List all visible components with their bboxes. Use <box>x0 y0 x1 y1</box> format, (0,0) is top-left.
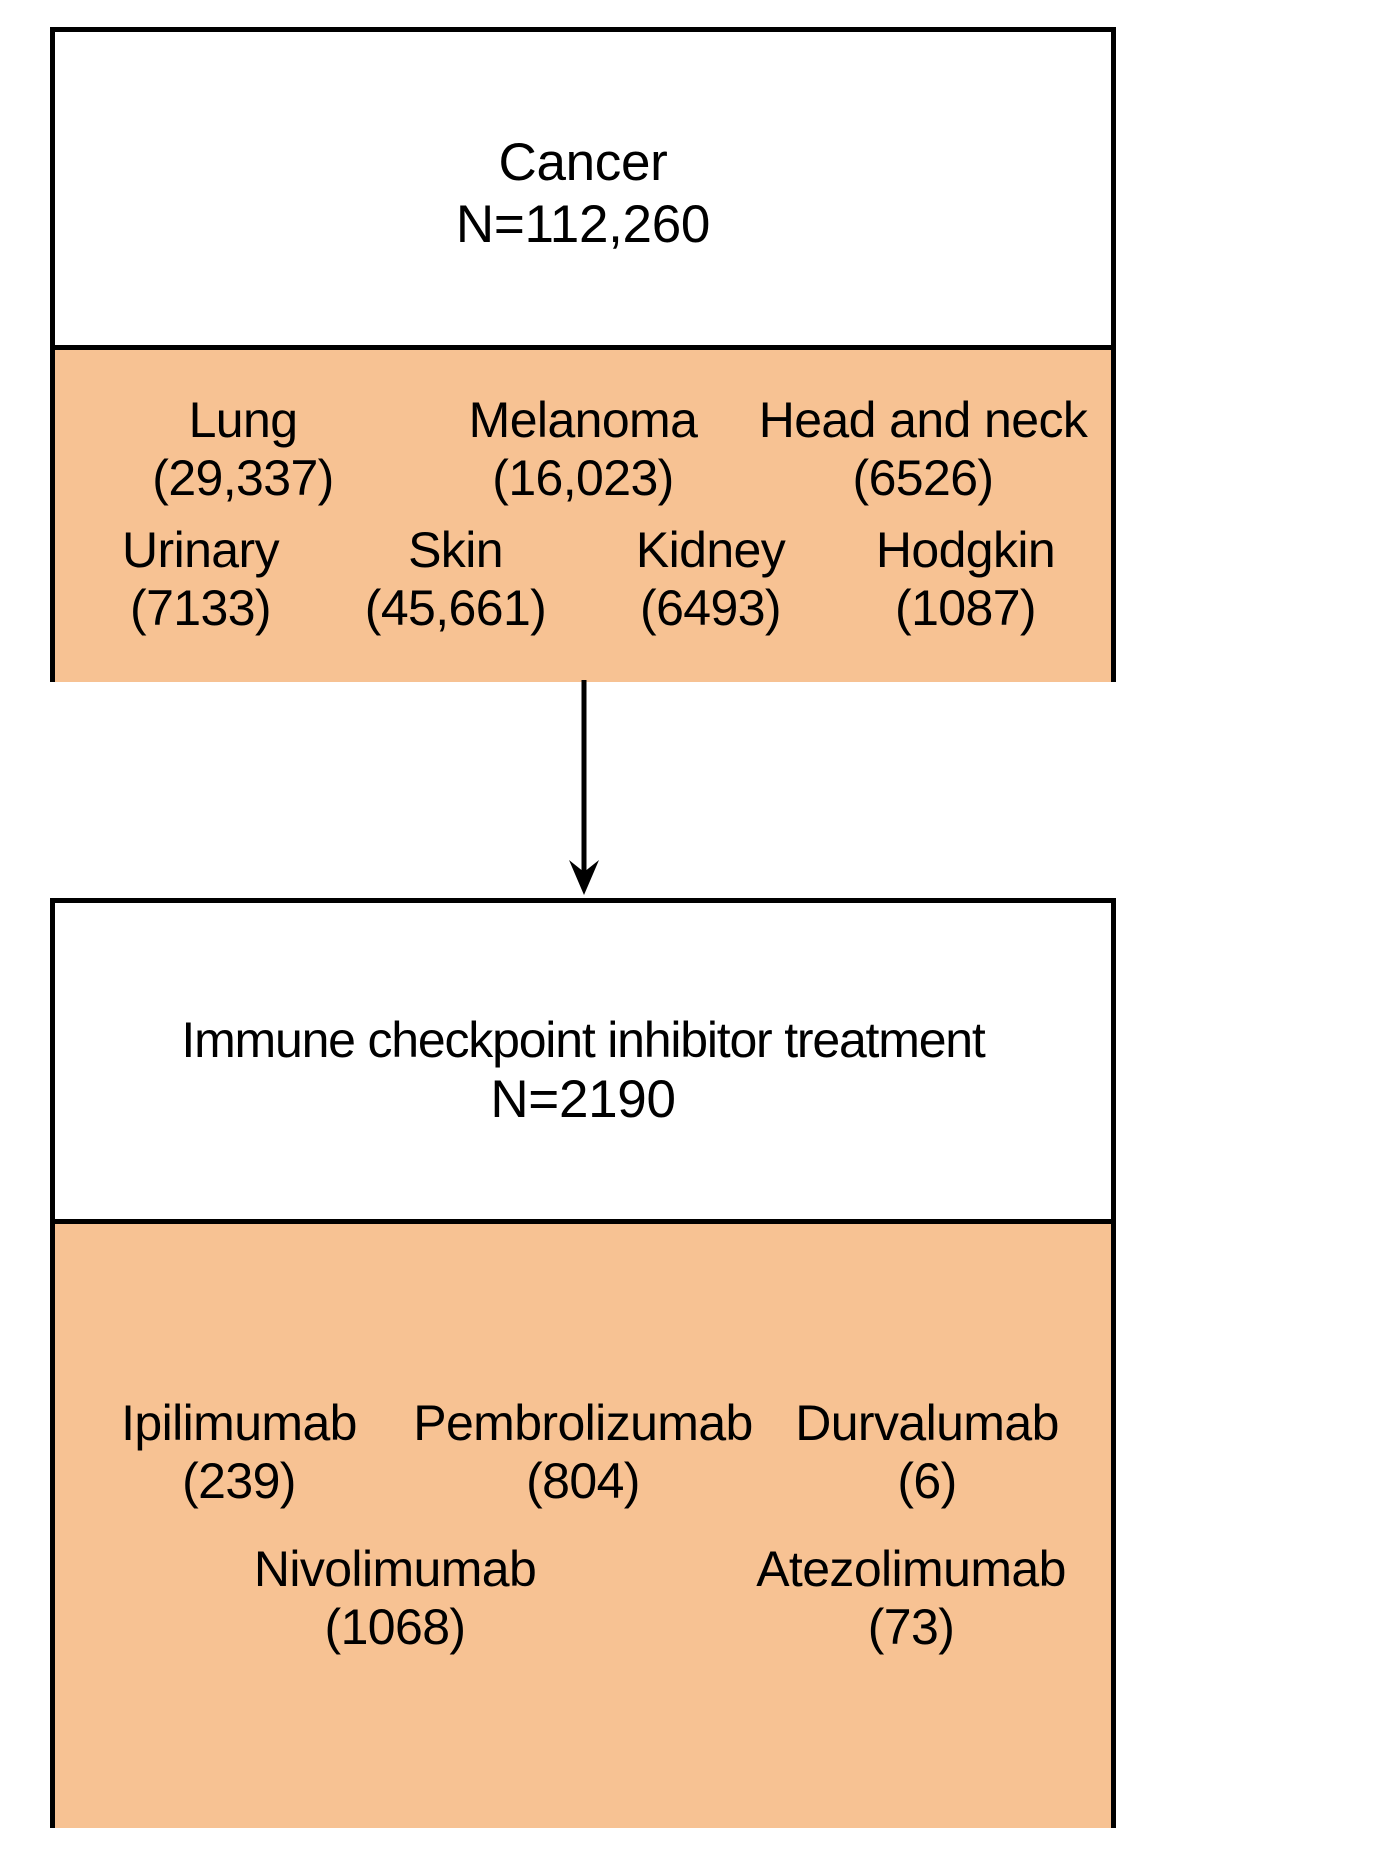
drug-nivolimumab: Nivolimumab (1068) <box>137 1540 653 1656</box>
ici-breakdown-panel: Ipilimumab (239) Pembrolizumab (804) Dur… <box>55 1219 1111 1828</box>
cancer-type-label: Kidney <box>635 522 786 578</box>
cancer-node-header: Cancer N=112,260 <box>55 32 1111 345</box>
ici-breakdown-row: Nivolimumab (1068) Atezolimumab (73) <box>67 1540 1239 1656</box>
cancer-type-lung: Lung (29,337) <box>73 391 413 507</box>
cancer-title: Cancer <box>498 132 668 192</box>
drug-label: Durvalumab <box>795 1395 1059 1451</box>
drug-label: Nivolimumab <box>253 1541 537 1597</box>
cancer-breakdown-row: Lung (29,337) Melanoma (16,023) Head and… <box>73 391 1093 507</box>
cancer-type-count: (6526) <box>852 450 995 506</box>
ici-title: Immune checkpoint inhibitor treatment <box>181 1011 985 1068</box>
cancer-type-count: (6493) <box>640 580 782 636</box>
cancer-breakdown-panel: Lung (29,337) Melanoma (16,023) Head and… <box>55 345 1111 682</box>
flow-arrow-down-icon <box>569 680 599 895</box>
ici-node-header: Immune checkpoint inhibitor treatment N=… <box>55 903 1111 1219</box>
cancer-type-count: (1087) <box>895 580 1037 636</box>
cancer-type-count: (16,023) <box>492 450 674 506</box>
drug-count: (239) <box>182 1453 296 1509</box>
ici-breakdown-row: Ipilimumab (239) Pembrolizumab (804) Dur… <box>67 1394 1099 1510</box>
drug-count: (1068) <box>324 1599 467 1655</box>
drug-atezolimumab: Atezolimumab (73) <box>653 1540 1169 1656</box>
cancer-type-label: Melanoma <box>468 392 698 448</box>
ici-total-count: N=2190 <box>490 1070 676 1130</box>
cancer-type-melanoma: Melanoma (16,023) <box>413 391 753 507</box>
drug-count: (804) <box>526 1453 640 1509</box>
cancer-type-label: Urinary <box>122 522 280 578</box>
drug-label: Atezolimumab <box>756 1541 1066 1597</box>
drug-count: (6) <box>897 1453 957 1509</box>
cancer-type-label: Lung <box>188 392 298 448</box>
cancer-type-hodgkin: Hodgkin (1087) <box>838 521 1093 637</box>
cancer-type-count: (29,337) <box>152 450 334 506</box>
drug-pembrolizumab: Pembrolizumab (804) <box>411 1394 755 1510</box>
ici-treatment-node: Immune checkpoint inhibitor treatment N=… <box>50 898 1116 1828</box>
cancer-type-label: Head and neck <box>758 392 1088 448</box>
cancer-type-label: Hodgkin <box>875 522 1056 578</box>
cancer-type-count: (7133) <box>130 580 272 636</box>
cancer-type-urinary: Urinary (7133) <box>73 521 328 637</box>
cancer-breakdown-row: Urinary (7133) Skin (45,661) Kidney (649… <box>73 521 1093 637</box>
drug-count: (73) <box>867 1599 955 1655</box>
drug-label: Pembrolizumab <box>413 1395 753 1451</box>
drug-label: Ipilimumab <box>121 1395 357 1451</box>
cancer-type-skin: Skin (45,661) <box>328 521 583 637</box>
cancer-node: Cancer N=112,260 Lung (29,337) Melanoma … <box>50 27 1116 682</box>
cancer-total-count: N=112,260 <box>455 194 711 254</box>
drug-ipilimumab: Ipilimumab (239) <box>67 1394 411 1510</box>
cancer-type-kidney: Kidney (6493) <box>583 521 838 637</box>
cancer-type-head-and-neck: Head and neck (6526) <box>753 391 1093 507</box>
cancer-type-count: (45,661) <box>364 580 547 636</box>
drug-durvalumab: Durvalumab (6) <box>755 1394 1099 1510</box>
cancer-type-label: Skin <box>408 522 503 578</box>
